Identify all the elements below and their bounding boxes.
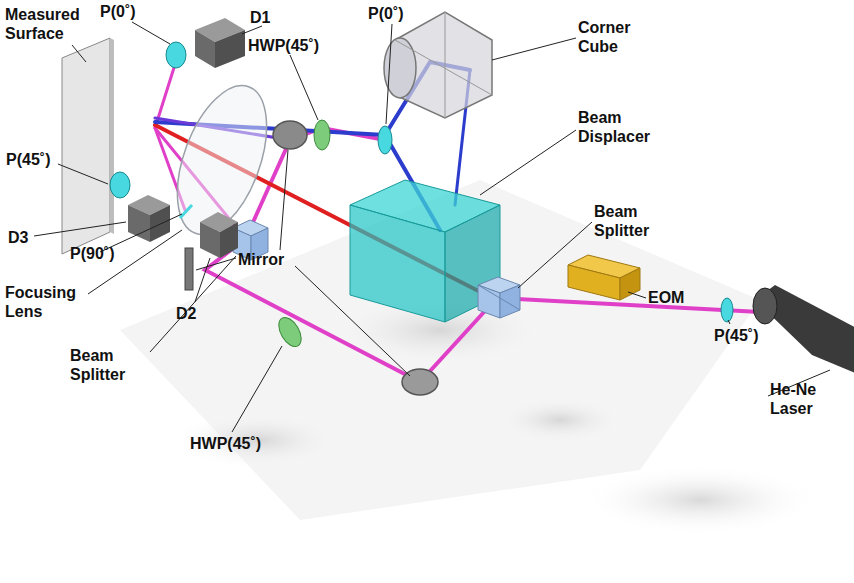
part-label: EOM <box>648 288 684 307</box>
part-label: P(0˚) <box>368 4 404 23</box>
laser <box>753 285 854 375</box>
part-label: Beam Splitter <box>594 202 664 240</box>
part-label: P(45˚) <box>714 326 758 345</box>
part-label: Beam Displacer <box>578 108 658 146</box>
part-label: He-Ne Laser <box>770 380 840 418</box>
mirror <box>185 248 193 290</box>
detector <box>200 212 238 258</box>
beam-displacer <box>350 180 500 322</box>
shadows <box>120 180 820 535</box>
part-label: HWP(45˚) <box>190 434 261 453</box>
beam-splitter <box>478 277 520 318</box>
half-wave-plate <box>314 120 330 150</box>
detector <box>195 18 245 68</box>
part-label: HWP(45˚) <box>248 36 319 55</box>
part-label: P(90˚) <box>70 244 114 263</box>
part-label: D2 <box>176 304 196 323</box>
part-label: Focusing Lens <box>5 283 95 321</box>
leader-lines <box>34 22 830 432</box>
part-label: P(45˚) <box>6 150 50 169</box>
polarizer <box>721 298 733 322</box>
surface-edge <box>110 38 114 234</box>
part-label: P(0˚) <box>100 2 136 21</box>
part-label: Mirror <box>238 250 284 269</box>
mirror <box>273 121 307 149</box>
polarizer <box>110 172 130 198</box>
focusing-lens <box>160 74 285 247</box>
part-label: Measured Surface <box>5 5 95 43</box>
polarizer <box>378 126 392 154</box>
part-label: Corner Cube <box>578 18 648 56</box>
part-label: D1 <box>250 8 270 27</box>
part-label: D3 <box>8 228 28 247</box>
polarizer <box>180 205 192 218</box>
measured-surface <box>62 38 110 254</box>
polarizer <box>166 42 186 68</box>
half-wave-plate <box>274 314 306 351</box>
part-label: Beam Splitter <box>70 346 160 384</box>
detector <box>128 195 170 242</box>
eom <box>568 255 640 300</box>
corner-cube <box>384 12 492 118</box>
